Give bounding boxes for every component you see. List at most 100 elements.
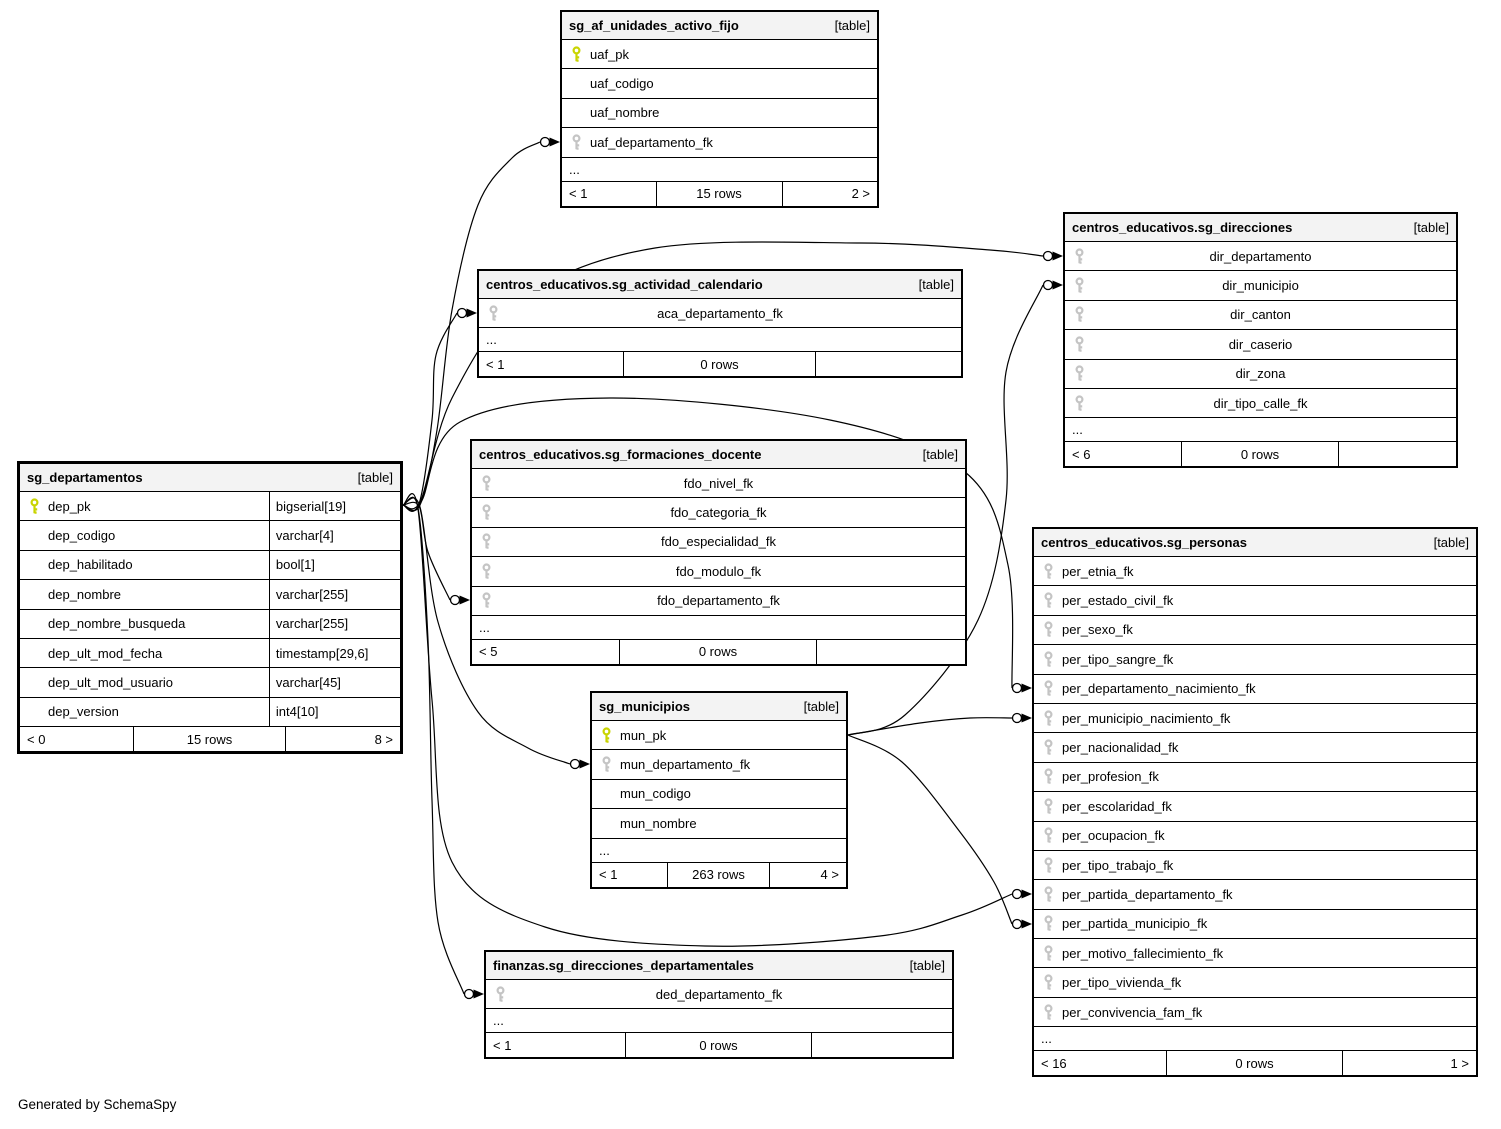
column-name: dep_version <box>48 704 119 720</box>
arrowhead <box>1021 713 1032 723</box>
column-name: uaf_pk <box>590 46 630 62</box>
column-type: bool[1] <box>268 550 315 580</box>
table-name: centros_educativos.sg_formaciones_docent… <box>479 447 762 462</box>
table-header: sg_af_unidades_activo_fijo[table] <box>562 12 877 40</box>
column-name: dep_habilitado <box>48 557 133 573</box>
column-row-dir_departamento: dir_departamento <box>1065 242 1456 272</box>
cardinality-circle <box>456 307 468 319</box>
table-node-sg_direcciones_departamentales[interactable]: finanzas.sg_direcciones_departamentales[… <box>484 950 954 1060</box>
paging-prev: < 6 <box>1065 442 1183 467</box>
column-row-per_tipo_vivienda_fk: per_tipo_vivienda_fk <box>1034 968 1476 998</box>
ellipsis-row: ... <box>592 838 846 863</box>
arrowhead <box>466 308 477 318</box>
column-row-per_partida_municipio_fk: per_partida_municipio_fk <box>1034 909 1476 940</box>
column-name: per_tipo_vivienda_fk <box>1062 975 1182 991</box>
table-tag: [table] <box>909 958 945 973</box>
foreign-key-icon <box>488 305 499 322</box>
cardinality-circle <box>463 988 475 1000</box>
column-name: fdo_departamento_fk <box>657 593 780 609</box>
relationship-edge <box>402 493 1032 947</box>
column-name: mun_codigo <box>620 786 691 802</box>
column-name: ded_departamento_fk <box>655 986 783 1002</box>
arrowhead <box>1021 919 1032 929</box>
cardinality-circle <box>449 594 461 606</box>
column-row-dir_canton: dir_canton <box>1065 300 1456 331</box>
column-name: dir_municipio <box>1222 278 1299 294</box>
column-type: varchar[45] <box>268 668 341 697</box>
relationship-edge <box>847 734 1032 930</box>
foreign-key-icon <box>1043 945 1054 962</box>
table-node-sg_personas[interactable]: centros_educativos.sg_personas[table]per… <box>1032 527 1478 1078</box>
row-count: 0 rows <box>1167 1051 1344 1076</box>
foreign-key-icon <box>601 756 612 773</box>
paging-next: 4 > <box>820 867 839 883</box>
paging-next <box>1339 442 1456 466</box>
table-header: centros_educativos.sg_personas[table] <box>1034 529 1476 557</box>
foreign-key-icon <box>1043 768 1054 785</box>
row-count: 0 rows <box>624 352 817 377</box>
column-name: per_etnia_fk <box>1062 563 1134 579</box>
column-name: dir_tipo_calle_fk <box>1213 395 1308 411</box>
row-count: 0 rows <box>1182 442 1339 467</box>
table-header: sg_departamentos[table] <box>20 464 400 492</box>
foreign-key-icon <box>481 563 492 580</box>
column-name: per_sexo_fk <box>1062 622 1133 638</box>
table-tag: [table] <box>834 18 870 33</box>
primary-key-icon <box>571 46 582 63</box>
table-name: sg_municipios <box>599 699 691 714</box>
foreign-key-icon <box>481 504 492 521</box>
column-type: bigserial[19] <box>268 492 346 521</box>
relationship-edge <box>402 497 590 770</box>
foreign-key-icon <box>495 986 506 1003</box>
column-name: per_nacionalidad_fk <box>1062 740 1179 756</box>
foreign-key-icon <box>571 134 582 151</box>
table-node-sg_formaciones_docente[interactable]: centros_educativos.sg_formaciones_docent… <box>470 439 967 666</box>
column-name: dep_ult_mod_fecha <box>48 645 163 661</box>
column-name: uaf_nombre <box>590 105 660 121</box>
column-name: per_escolaridad_fk <box>1062 798 1172 814</box>
column-name: dep_nombre <box>48 586 121 602</box>
column-name: uaf_codigo <box>590 76 654 92</box>
column-name: dir_departamento <box>1209 248 1312 264</box>
ellipsis-row: ... <box>1034 1027 1476 1052</box>
column-row-per_escolaridad_fk: per_escolaridad_fk <box>1034 792 1476 822</box>
ellipsis-row: ... <box>472 615 965 640</box>
foreign-key-icon <box>1043 798 1054 815</box>
paging-next <box>812 1033 952 1057</box>
arrowhead <box>1052 251 1063 261</box>
foreign-key-icon <box>1043 710 1054 727</box>
primary-key-icon <box>29 498 40 515</box>
table-name: centros_educativos.sg_personas <box>1041 535 1247 550</box>
ellipsis-row: ... <box>562 157 877 182</box>
foreign-key-icon <box>1074 277 1085 294</box>
column-row-per_estado_civil_fk: per_estado_civil_fk <box>1034 586 1476 616</box>
table-node-sg_direcciones[interactable]: centros_educativos.sg_direcciones[table]… <box>1063 212 1458 469</box>
column-name: per_ocupacion_fk <box>1062 828 1165 844</box>
foreign-key-icon <box>481 592 492 609</box>
foreign-key-icon <box>1043 563 1054 580</box>
column-row-per_municipio_nacimiento_fk: per_municipio_nacimiento_fk <box>1034 703 1476 734</box>
table-tag: [table] <box>922 447 958 462</box>
foreign-key-icon <box>481 475 492 492</box>
paging-prev: < 1 <box>562 181 657 206</box>
primary-key-icon <box>601 727 612 744</box>
foreign-key-icon <box>1074 395 1085 412</box>
foreign-key-icon <box>1043 680 1054 697</box>
column-name: per_estado_civil_fk <box>1062 593 1174 609</box>
column-row-dir_zona: dir_zona <box>1065 359 1456 389</box>
column-name: uaf_departamento_fk <box>590 134 713 150</box>
column-row-per_sexo_fk: per_sexo_fk <box>1034 615 1476 646</box>
column-name: fdo_especialidad_fk <box>661 534 776 550</box>
arrowhead <box>1021 889 1032 899</box>
column-name: fdo_nivel_fk <box>683 475 754 491</box>
column-row-per_profesion_fk: per_profesion_fk <box>1034 762 1476 793</box>
table-node-sg_actividad_calendario[interactable]: centros_educativos.sg_actividad_calendar… <box>477 269 963 379</box>
column-row-per_departamento_nacimiento_fk: per_departamento_nacimiento_fk <box>1034 674 1476 704</box>
column-name: per_motivo_fallecimiento_fk <box>1062 945 1224 961</box>
